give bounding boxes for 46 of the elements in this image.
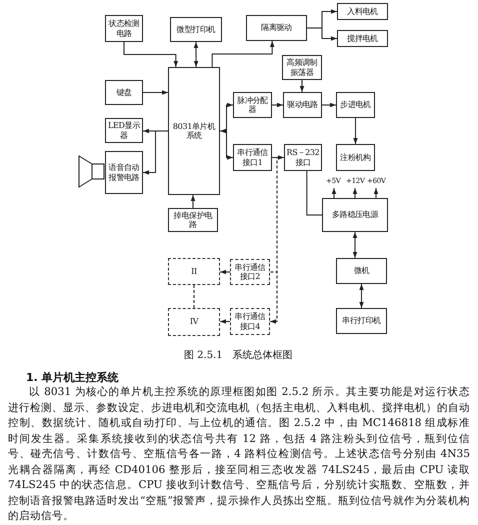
block-box: 键盘 [105, 80, 143, 105]
double-arrow [220, 128, 234, 160]
arrow [212, 40, 274, 68]
block-box: 微机 [336, 258, 387, 284]
arrow [220, 270, 230, 274]
block-box: 掉电保护电路 [168, 208, 218, 232]
arrow [306, 28, 338, 41]
block-box: 语音自动报警电路 [105, 151, 143, 194]
arrow [220, 319, 230, 324]
arrow [142, 90, 168, 95]
arrow [300, 80, 304, 92]
connector-line [306, 170, 322, 216]
double-arrow [352, 232, 358, 258]
body-paragraph: 以 8031 为核心的单片机主控系统的原理框图如图 2.5.2 所示。其主要功能是对运行状态进行检测、显示、参数设定、步进电机和交流电机（包括主电机、入料电机、搅拌电机）的自动控制、数据统计、随机或自动打印、与上位机的通信。图 2.5.2 中，由 MC146818 组成标准时间发生器。采集系统接收到的状态信号共有 12 路，包括 4 路注粉头到位信号，瓶到位信号、碰壳信号、计数信号、空瓶信号各一路，4 路料位检测信号。上述状态信号分别由 4N35 光耦合器隔离，再经 CD40106 整形后，接至同相三态收发器 74LS245，最后由 CPU 读取 74LS245 中的状态信息。CPU 接收到计数信号、空瓶信号后，分别统计实瓶数、空瓶数，并控制语音报警电路适时发出“空瓶”报警声，提示操作人员拣出空瓶。瓶到位信号就作为分装机构的启动信号。 [8, 385, 470, 524]
block-box: 步进电机 [336, 92, 375, 118]
block-box: 驱动电路 [283, 92, 322, 118]
arrow [190, 194, 196, 208]
arrow [142, 130, 168, 175]
block-box: LED显示器 [105, 118, 143, 143]
block-box: 串行打印机 [336, 308, 387, 334]
block-box: 隔离驱动 [246, 15, 307, 41]
dashed-box: 串行通信接口2 [230, 259, 270, 285]
arrow [124, 42, 178, 68]
arrow [270, 157, 284, 324]
double-arrow [359, 284, 364, 308]
block-box: 搅拌电机 [337, 30, 388, 47]
block-box: 微型打印机 [170, 17, 222, 42]
double-arrow [194, 42, 198, 68]
arrow [322, 102, 336, 108]
block-box: 高频调制振荡器 [282, 55, 322, 80]
block-box: 注粉机构 [336, 144, 375, 171]
arrow [272, 102, 284, 108]
block-box: 串行通信接口1 [233, 144, 272, 171]
arrow [353, 118, 358, 144]
block-box: 8031单片机系统 [168, 67, 220, 195]
block-box: RS－232接口 [284, 144, 322, 171]
dashed-box: 串行通信接口4 [230, 308, 270, 335]
block-box: 入料电机 [337, 3, 388, 20]
block-box: 脉冲分配器 [233, 92, 272, 118]
section-heading: 1. 单片机主控系统 [26, 370, 119, 385]
block-box: 多路稳压电源 [322, 198, 388, 232]
dashed-box: IV [168, 308, 220, 336]
arrow [272, 155, 284, 160]
dashed-box: II [168, 258, 220, 285]
block-box: 状态检测电路 [105, 15, 143, 42]
figure-caption: 图 2.5.1 系统总体框图 [184, 348, 293, 362]
